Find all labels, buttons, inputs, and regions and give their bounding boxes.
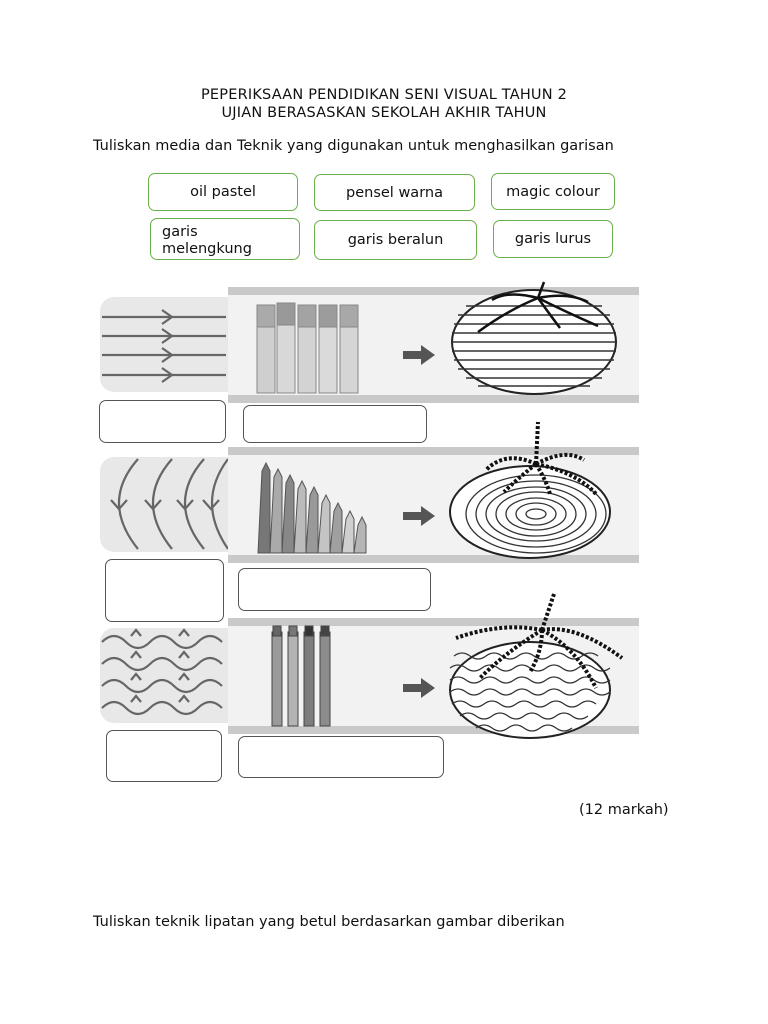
option-garis-melengkung: garis melengkung (150, 218, 300, 260)
colour-pencil-icon (257, 461, 367, 554)
row1-technique-answer-box[interactable] (243, 405, 427, 443)
row2-technique-answer-box[interactable] (238, 568, 431, 611)
question-1-instruction: Tuliskan media dan Teknik yang digunakan… (93, 138, 614, 154)
option-garis-beralun: garis beralun (314, 220, 477, 260)
arrow-right-icon (403, 678, 435, 698)
row3-media-answer-box[interactable] (106, 730, 222, 782)
title-line-2: UJIAN BERASASKAN SEKOLAH AKHIR TAHUN (221, 105, 547, 121)
title-line-1: PEPERIKSAAN PENDIDIKAN SENI VISUAL TAHUN… (200, 87, 568, 103)
option-magic-colour: magic colour (491, 173, 615, 210)
marker-icon (271, 625, 331, 727)
tomato-icon (449, 593, 624, 739)
row3-line-panel (100, 628, 228, 723)
row1-media-answer-box[interactable] (99, 400, 226, 443)
wavy-lines-icon (101, 628, 223, 716)
straight-lines-icon (102, 309, 226, 383)
row1-line-panel (100, 297, 228, 392)
curved-lines-icon (110, 458, 229, 550)
row2-media-answer-box[interactable] (105, 559, 224, 622)
question-2-instruction: Tuliskan teknik lipatan yang betul berda… (93, 914, 565, 930)
row3-technique-answer-box[interactable] (238, 736, 444, 778)
arrow-right-icon (403, 506, 435, 526)
option-garis-melengkung-label: garis melengkung (162, 224, 252, 257)
marks-label: (12 markah) (579, 802, 669, 818)
option-oil-pastel: oil pastel (148, 173, 298, 211)
option-pensel-warna: pensel warna (314, 174, 475, 211)
arrow-right-icon (403, 345, 435, 365)
option-garis-lurus: garis lurus (493, 220, 613, 258)
tomato-icon (449, 421, 611, 559)
oil-pastel-icon (256, 302, 359, 394)
tomato-icon (451, 281, 617, 395)
